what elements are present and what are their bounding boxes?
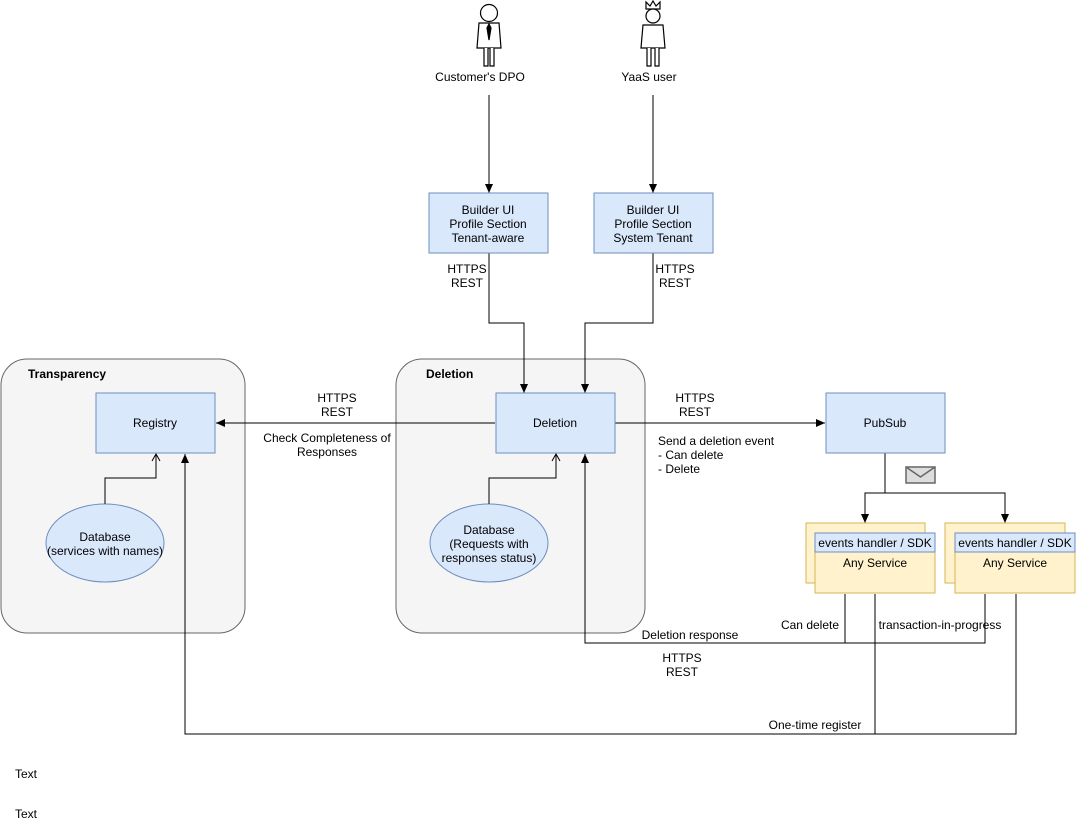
registry-label: Registry <box>133 416 177 430</box>
rest-label-bottom: REST <box>666 665 699 679</box>
edge-pubsub-to-service1 <box>861 453 886 523</box>
send-event-line-2: - Can delete <box>658 448 724 462</box>
builder-tenant-line-3: Tenant-aware <box>452 231 525 245</box>
https-label-bottom: HTTPS <box>662 651 701 665</box>
deletion-db-line-3: responses status) <box>442 551 537 565</box>
send-event-line-1: Send a deletion event <box>658 434 775 448</box>
registry-node[interactable]: Registry <box>95 392 216 454</box>
builder-tenant-line-2: Profile Section <box>449 217 526 231</box>
service1-label: Any Service <box>843 556 907 570</box>
pubsub-node[interactable]: PubSub <box>825 392 946 454</box>
edge-pubsub-to-service2 <box>885 492 1009 523</box>
builder-system-line-2: Profile Section <box>614 217 691 231</box>
deletion-response-label: Deletion response <box>642 628 739 642</box>
pubsub-label: PubSub <box>864 416 907 430</box>
service1-header-label: events handler / SDK <box>818 536 931 550</box>
deletion-label: Deletion <box>533 416 577 430</box>
edge-registry-db <box>100 452 161 511</box>
edge-builder-tenant-to-deletion <box>488 253 528 393</box>
check-completeness-line-2: Responses <box>297 445 357 459</box>
deletion-node[interactable]: Deletion <box>495 392 616 454</box>
free-text-2[interactable]: Text <box>15 807 38 821</box>
https-label-registry: HTTPS <box>317 391 356 405</box>
can-delete-label: Can delete <box>781 618 839 632</box>
yaas-user-label: YaaS user <box>621 70 676 84</box>
registry-database-node[interactable]: Database (services with names) <box>45 503 165 583</box>
any-service-node-2[interactable]: events handler / SDK Any Service <box>944 522 1076 594</box>
customer-dpo-actor[interactable]: Customer's DPO <box>435 3 525 85</box>
transparency-group-title: Transparency <box>28 367 106 381</box>
rest-label-left: REST <box>451 276 484 290</box>
edge-service2-response <box>845 594 986 644</box>
edge-labels: HTTPS REST HTTPS REST HTTPS REST Check C… <box>263 262 1001 732</box>
builder-system-line-3: System Tenant <box>613 231 693 245</box>
yaas-user-actor[interactable]: YaaS user <box>621 0 677 84</box>
builder-tenant-line-1: Builder UI <box>462 203 515 217</box>
https-label-left: HTTPS <box>447 262 486 276</box>
any-service-node-1[interactable]: events handler / SDK Any Service <box>805 522 936 594</box>
registry-db-line-2: (services with names) <box>47 544 163 558</box>
send-event-line-3: - Delete <box>658 462 700 476</box>
events-handler-header-2 <box>954 532 1076 553</box>
service2-label: Any Service <box>983 556 1047 570</box>
envelope-icon <box>905 466 936 484</box>
rest-label-pubsub: REST <box>679 405 712 419</box>
edges <box>100 95 1017 735</box>
one-time-register-label: One-time register <box>769 718 862 732</box>
transaction-in-progress-label: transaction-in-progress <box>879 618 1002 632</box>
events-handler-header-1 <box>814 532 936 553</box>
rest-label-registry: REST <box>321 405 354 419</box>
check-completeness-line-1: Check Completeness of <box>263 431 391 445</box>
deletion-db-line-2: (Requests with <box>449 537 528 551</box>
customer-dpo-label: Customer's DPO <box>435 70 525 84</box>
rest-label-right: REST <box>659 276 692 290</box>
registry-db-line-1: Database <box>79 530 131 544</box>
builder-ui-tenant-aware-node[interactable]: Builder UI Profile Section Tenant-aware <box>428 192 549 254</box>
edge-service2-register <box>875 594 1017 735</box>
businessman-icon <box>476 3 502 67</box>
free-text-1[interactable]: Text <box>15 767 38 781</box>
edge-builder-system-to-deletion <box>581 253 654 393</box>
service2-header-label: events handler / SDK <box>958 536 1071 550</box>
https-label-pubsub: HTTPS <box>675 391 714 405</box>
edge-service1-response <box>581 454 846 644</box>
crowned-user-icon <box>640 0 666 67</box>
deletion-group-title: Deletion <box>426 367 473 381</box>
https-label-right: HTTPS <box>655 262 694 276</box>
deletion-db-line-1: Database <box>463 523 515 537</box>
builder-ui-system-tenant-node[interactable]: Builder UI Profile Section System Tenant <box>593 192 714 254</box>
deletion-database-node[interactable]: Database (Requests with responses status… <box>429 503 549 583</box>
edge-service1-register <box>181 454 876 735</box>
builder-system-line-1: Builder UI <box>627 203 680 217</box>
edge-deletion-db <box>484 452 561 511</box>
